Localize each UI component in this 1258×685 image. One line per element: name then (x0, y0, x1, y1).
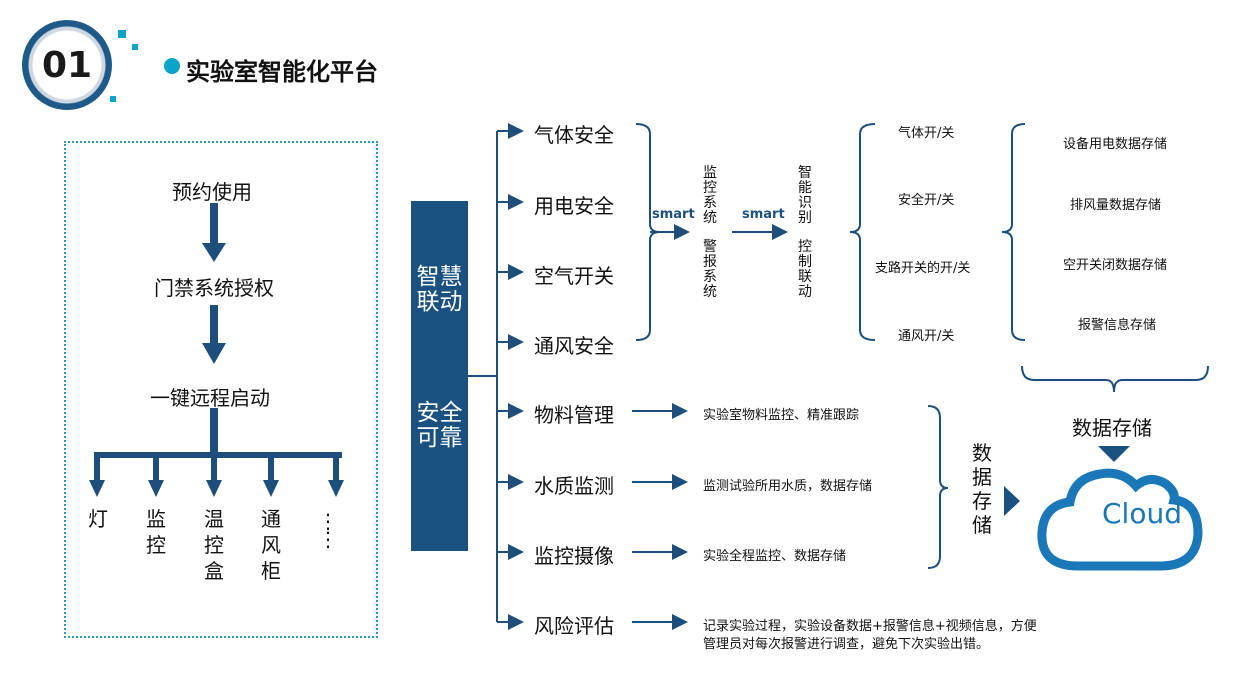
switch-branch: 支路开关的开/关 (875, 261, 971, 276)
block-line-smart: 智慧联动 (416, 264, 463, 315)
category-camera: 监控摄像 (534, 544, 614, 568)
storage-alarm-data: 报警信息存储 (1078, 318, 1157, 333)
switch-safety: 安全开/关 (898, 193, 955, 208)
monitor-system-label: 监控系统 (703, 165, 717, 226)
device-light: 灯 (88, 507, 108, 531)
category-water-quality: 水质监测 (534, 474, 614, 498)
section-number-badge: 01 (22, 20, 112, 110)
device-temp-box: 温控盒 (204, 507, 224, 583)
desc-risk-line2: 管理员对每次报警进行调查，避免下次实验出错。 (703, 637, 990, 652)
page-title: 实验室智能化平台 (186, 58, 378, 86)
category-materials: 物料管理 (534, 403, 614, 427)
desc-camera: 实验全程监控、数据存储 (703, 549, 847, 564)
data-storage-title: 数据存储 (1072, 416, 1152, 440)
flow-step-remote-start: 一键远程启动 (150, 386, 270, 410)
category-gas-safety: 气体安全 (534, 123, 614, 147)
control-linkage-label: 控制联动 (798, 239, 812, 300)
device-fume-hood: 通风柜 (261, 507, 281, 583)
decor-dot (118, 30, 126, 38)
gear-icon (164, 58, 180, 74)
smart-label-2: smart (742, 207, 785, 222)
switch-ventilation: 通风开/关 (898, 329, 955, 344)
storage-exhaust-data: 排风量数据存储 (1070, 198, 1162, 213)
device-more-ellipsis: ⋮⋮ (318, 509, 338, 551)
switch-gas: 气体开/关 (898, 126, 955, 141)
flow-step-reserve: 预约使用 (172, 180, 252, 204)
category-air-switch: 空气开关 (534, 264, 614, 288)
smart-label-1: smart (652, 207, 695, 222)
decor-dot (110, 96, 116, 102)
desc-water: 监测试验所用水质，数据存储 (703, 479, 873, 494)
cloud-icon (1037, 468, 1203, 571)
cloud-label: Cloud (1102, 497, 1182, 530)
storage-switch-data: 空开关闭数据存储 (1063, 258, 1168, 273)
device-monitor: 监控 (146, 507, 166, 557)
desc-risk-line1: 记录实验过程，实验设备数据+报警信息+视频信息，方便 (703, 619, 1037, 634)
decor-dot (132, 44, 138, 50)
category-risk-assessment: 风险评估 (534, 614, 614, 638)
data-storage-vertical: 数据存储 (972, 441, 992, 537)
smart-linkage-block: 智慧联动 安全可靠 (411, 201, 468, 551)
desc-materials: 实验室物料监控、精准跟踪 (703, 408, 860, 423)
storage-power-data: 设备用电数据存储 (1063, 137, 1168, 152)
flow-step-access-auth: 门禁系统授权 (154, 276, 274, 300)
smart-recognition-label: 智能识别 (798, 165, 812, 226)
section-number: 01 (41, 44, 93, 86)
usage-flow-panel (64, 141, 378, 638)
alarm-system-label: 警报系统 (703, 239, 717, 300)
category-electric-safety: 用电安全 (534, 194, 614, 218)
category-ventilation-safety: 通风安全 (534, 334, 614, 358)
block-line-safe: 安全可靠 (416, 400, 463, 451)
